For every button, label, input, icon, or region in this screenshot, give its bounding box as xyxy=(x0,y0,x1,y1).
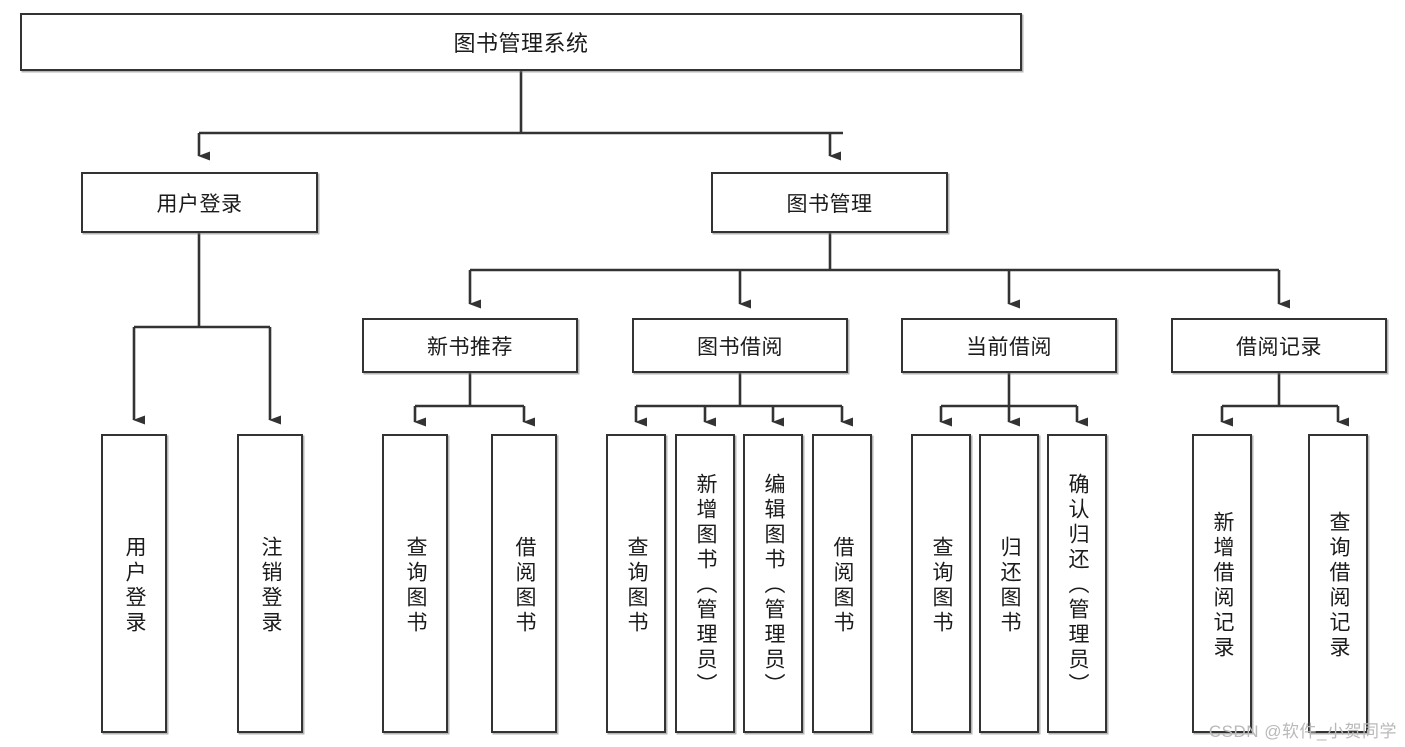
node-leaf-query-record-label: 查询借阅记录 xyxy=(1327,510,1350,661)
node-new-book-recommend-label: 新书推荐 xyxy=(427,335,513,359)
node-leaf-borrow-book-2[interactable]: 借阅图书 xyxy=(812,434,872,733)
node-leaf-query-book-3[interactable]: 查询图书 xyxy=(911,434,971,733)
node-user-login-label: 用户登录 xyxy=(156,192,243,216)
node-leaf-query-record[interactable]: 查询借阅记录 xyxy=(1308,434,1368,733)
node-current-borrow[interactable]: 当前借阅 xyxy=(901,318,1117,373)
node-leaf-add-record[interactable]: 新增借阅记录 xyxy=(1192,434,1252,733)
node-user-login[interactable]: 用户登录 xyxy=(81,172,318,233)
node-borrow-record[interactable]: 借阅记录 xyxy=(1171,318,1387,373)
node-leaf-user-login-label: 用户登录 xyxy=(123,535,146,636)
node-book-management-label: 图书管理 xyxy=(786,192,873,216)
node-leaf-user-login[interactable]: 用户登录 xyxy=(101,434,167,733)
node-leaf-logout-login[interactable]: 注销登录 xyxy=(237,434,303,733)
node-book-borrow-label: 图书借阅 xyxy=(697,335,783,359)
node-leaf-add-book[interactable]: 新增图书（管理员） xyxy=(675,434,735,733)
node-current-borrow-label: 当前借阅 xyxy=(966,335,1052,359)
node-leaf-query-book-1-label: 查询图书 xyxy=(404,535,427,636)
node-new-book-recommend[interactable]: 新书推荐 xyxy=(362,318,578,373)
watermark-text: CSDN @软件_小贺同学 xyxy=(1208,722,1397,741)
node-leaf-logout-login-label: 注销登录 xyxy=(259,535,282,636)
node-leaf-edit-book-label: 编辑图书（管理员） xyxy=(762,473,785,698)
node-borrow-record-label: 借阅记录 xyxy=(1236,335,1322,359)
node-leaf-borrow-book-1[interactable]: 借阅图书 xyxy=(491,434,557,733)
node-leaf-add-record-label: 新增借阅记录 xyxy=(1211,510,1234,661)
node-leaf-query-book-3-label: 查询图书 xyxy=(930,535,953,636)
node-leaf-return-book-label: 归还图书 xyxy=(998,535,1021,636)
node-leaf-add-book-label: 新增图书（管理员） xyxy=(694,473,717,698)
node-book-management[interactable]: 图书管理 xyxy=(711,172,948,233)
node-root[interactable]: 图书管理系统 xyxy=(20,13,1022,71)
node-leaf-query-book-2[interactable]: 查询图书 xyxy=(606,434,666,733)
node-leaf-return-book[interactable]: 归还图书 xyxy=(979,434,1039,733)
node-leaf-borrow-book-1-label: 借阅图书 xyxy=(513,535,536,636)
node-leaf-edit-book[interactable]: 编辑图书（管理员） xyxy=(743,434,803,733)
node-leaf-query-book-1[interactable]: 查询图书 xyxy=(382,434,448,733)
node-book-borrow[interactable]: 图书借阅 xyxy=(632,318,848,373)
node-leaf-query-book-2-label: 查询图书 xyxy=(625,535,648,636)
node-leaf-borrow-book-2-label: 借阅图书 xyxy=(831,535,854,636)
node-leaf-confirm-return-label: 确认归还（管理员） xyxy=(1066,473,1089,698)
node-root-label: 图书管理系统 xyxy=(453,31,589,56)
node-leaf-confirm-return[interactable]: 确认归还（管理员） xyxy=(1047,434,1107,733)
